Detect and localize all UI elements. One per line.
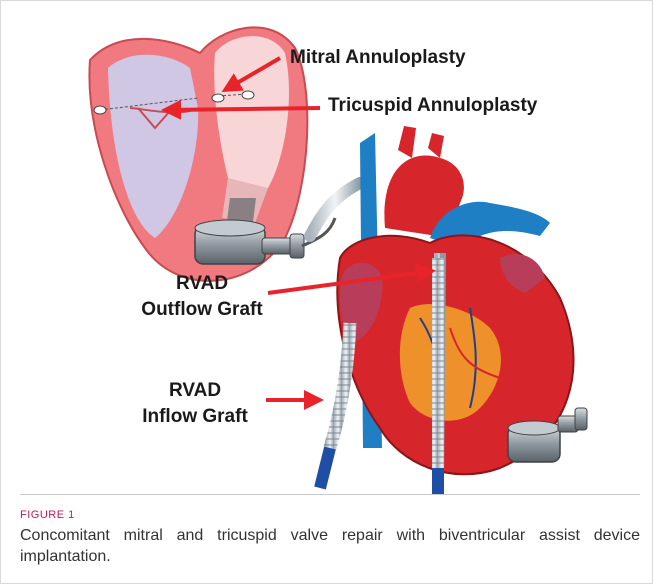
rvad-outflow-line1: RVAD	[140, 271, 264, 297]
rvad-outflow-line2: Outflow Graft	[140, 297, 264, 323]
mitral-annuloplasty-label: Mitral Annuloplasty	[290, 47, 466, 69]
rvad-inflow-line2: Inflow Graft	[128, 404, 262, 430]
rvad-inflow-line1: RVAD	[128, 378, 262, 404]
figure-label: FIGURE 1	[20, 509, 640, 521]
heart-illustration	[30, 8, 630, 494]
figure-caption: Concomitant mitral and tricuspid valve r…	[20, 525, 640, 567]
tricuspid-annuloplasty-label: Tricuspid Annuloplasty	[328, 95, 537, 117]
rvad-outflow-label: RVAD Outflow Graft	[140, 271, 264, 323]
figure-caption-block: FIGURE 1 Concomitant mitral and tricuspi…	[20, 494, 640, 567]
rvad-inflow-label: RVAD Inflow Graft	[128, 378, 262, 430]
